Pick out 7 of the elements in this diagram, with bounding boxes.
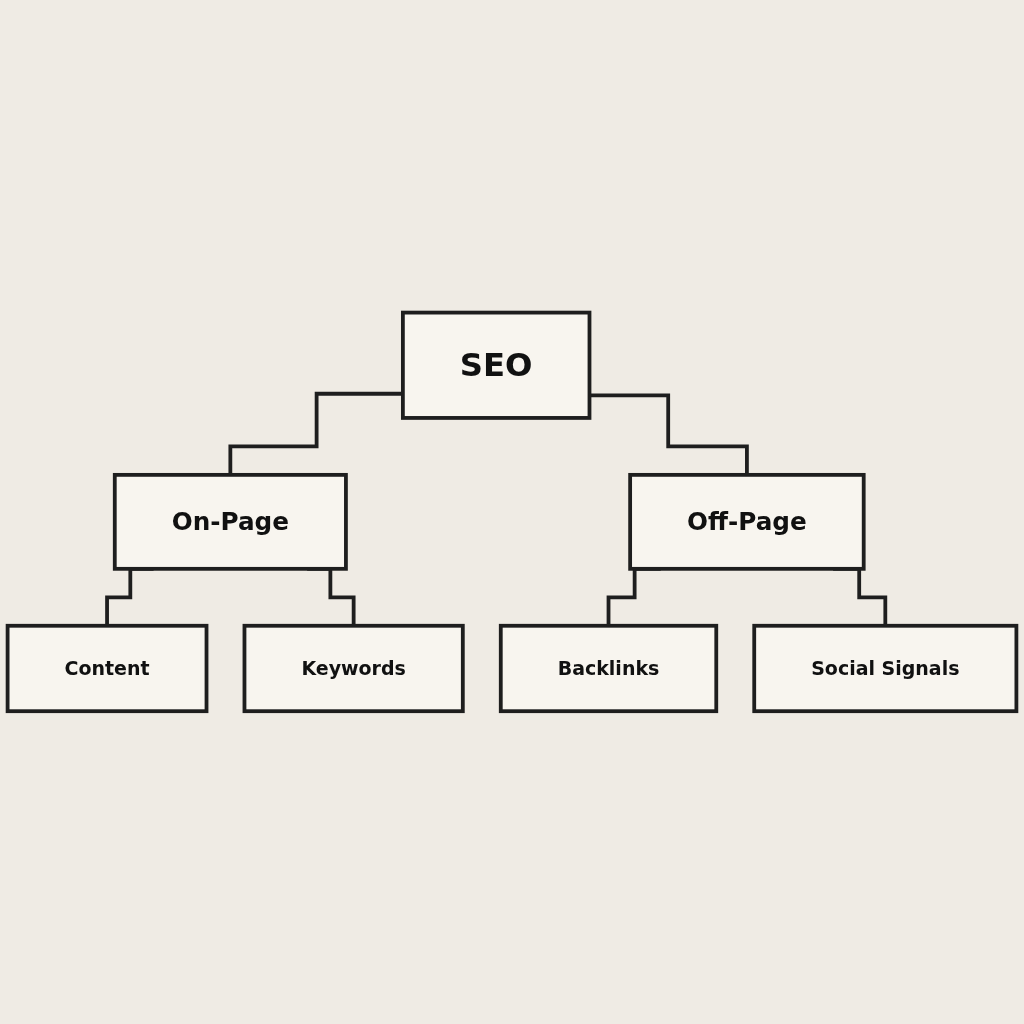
node-box: Keywords [242,624,465,714]
node-box: Backlinks [498,624,719,714]
node-box: On-Page [112,473,348,571]
node-box: Content [5,624,209,714]
node-box: Social Signals [752,624,1019,714]
node-box: Off-Page [628,473,866,571]
node-box: SEO [401,310,592,420]
